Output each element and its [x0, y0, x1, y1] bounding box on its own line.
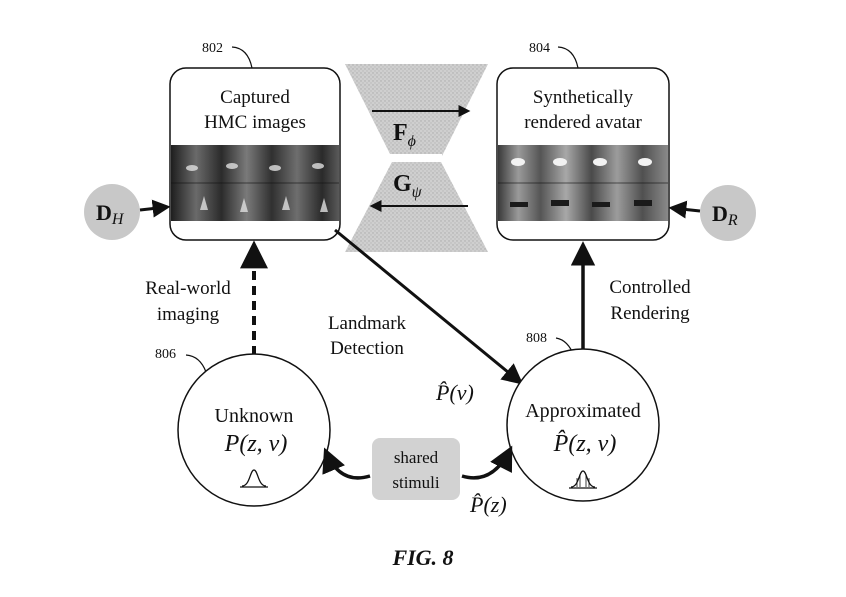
controlled-line1: Controlled	[609, 277, 691, 298]
unknown-circle	[177, 353, 331, 507]
ref-804: 804	[529, 41, 550, 56]
domain-dh: DH	[84, 184, 171, 240]
unknown-bell-curve-icon	[240, 469, 268, 488]
reference-numerals: 802 804 806 808	[155, 41, 579, 373]
controlled-line2: Rendering	[610, 303, 690, 324]
landmark-line1: Landmark	[328, 313, 407, 334]
forward-label: Fϕ	[393, 120, 416, 150]
unknown-formula: P(z, v)	[224, 431, 288, 457]
avatar-image-eyes	[511, 158, 652, 166]
unknown-distribution-node: Unknown P(z, v)	[177, 353, 331, 507]
approximated-circle	[506, 348, 660, 502]
ref-808: 808	[526, 331, 547, 346]
ref-806: 806	[155, 347, 176, 362]
real-world-line2: imaging	[157, 304, 220, 325]
captured-hmc-box: Captured HMC images	[169, 67, 341, 241]
hmc-image-highlights	[186, 163, 328, 212]
p-hat-v-label: P̂(v)	[435, 380, 474, 405]
landmark-line2: Detection	[330, 338, 404, 359]
network-divider	[390, 154, 442, 162]
ref-802-leader	[231, 46, 253, 69]
unknown-title: Unknown	[215, 405, 294, 427]
captured-title-line1: Captured	[220, 87, 290, 108]
landmark-detection-edge: Landmark Detection P̂(v)	[328, 228, 524, 405]
network-hourglass: Fϕ Gψ	[345, 64, 488, 252]
p-hat-z-label: P̂(z)	[469, 492, 507, 517]
domain-dr: DR	[668, 185, 756, 241]
shared-line1: shared	[394, 448, 439, 467]
domain-dh-label: DH	[96, 200, 125, 228]
landmark-detection-arrow	[334, 228, 524, 385]
ref-806-leader	[185, 354, 207, 373]
approximated-distribution-node: Approximated P̂(z, v)	[506, 348, 660, 502]
captured-title-line2: HMC images	[204, 112, 306, 133]
domain-dh-circle	[84, 184, 140, 240]
rendered-avatar-box: Synthetically rendered avatar	[496, 67, 670, 241]
ref-804-leader	[557, 46, 579, 69]
real-world-imaging-edge: Real-world imaging	[145, 240, 268, 355]
dr-arrow	[668, 200, 701, 219]
shared-to-approximated-arrow	[461, 445, 513, 480]
rendered-title-line1: Synthetically	[533, 87, 634, 108]
ref-802: 802	[202, 41, 223, 56]
figure-label: FIG. 8	[391, 545, 453, 570]
controlled-rendering-edge: Controlled Rendering	[570, 241, 691, 352]
domain-dr-label: DR	[712, 201, 738, 229]
rendered-title-line2: rendered avatar	[524, 112, 642, 133]
approximated-title: Approximated	[525, 400, 641, 422]
shared-stimuli-box	[372, 438, 460, 500]
shared-to-unknown-arrow	[322, 447, 371, 480]
approximated-bell-curve-icon	[569, 470, 597, 489]
domain-dr-circle	[700, 185, 756, 241]
shared-line2: stimuli	[392, 473, 440, 492]
approximated-formula: P̂(z, v)	[553, 430, 617, 457]
shared-stimuli: shared stimuli P̂(z)	[322, 438, 513, 517]
dh-arrow	[139, 199, 171, 218]
avatar-image-mouths	[510, 200, 652, 207]
backward-label: Gψ	[393, 171, 423, 201]
real-world-line1: Real-world	[145, 278, 231, 299]
